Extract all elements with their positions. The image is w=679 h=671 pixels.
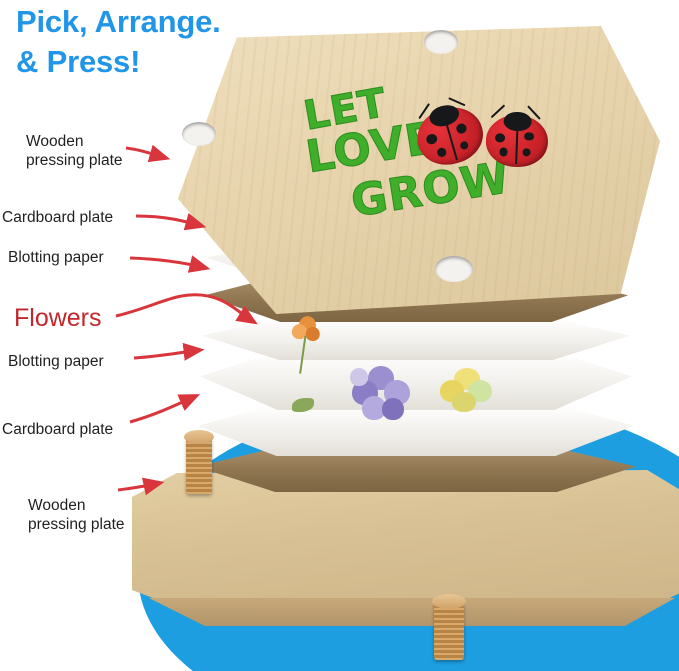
blotting-paper-top-layer bbox=[202, 318, 630, 360]
pressed-leaf bbox=[292, 398, 316, 416]
label-cardboard-plate-top: Cardboard plate bbox=[2, 209, 114, 226]
headline: Pick, Arrange. & Press! bbox=[16, 2, 436, 82]
label-wooden-pressing-plate-top: Wooden pressing plate bbox=[26, 133, 123, 169]
wooden-plate-bottom-edge bbox=[148, 598, 676, 626]
screw-post-left bbox=[186, 438, 212, 494]
plate-hole-top-right bbox=[424, 30, 458, 54]
label-wooden-pressing-plate-bottom: Wooden pressing plate bbox=[28, 497, 125, 533]
headline-line-1: Pick, Arrange. bbox=[16, 4, 221, 39]
wooden-pressing-plate-top bbox=[177, 26, 660, 314]
screw-cap-left bbox=[184, 430, 214, 444]
screw-cap-front bbox=[432, 594, 466, 609]
label-flowers: Flowers bbox=[14, 304, 102, 332]
label-blotting-paper-top: Blotting paper bbox=[8, 249, 104, 266]
plate-hole-bottom bbox=[435, 256, 473, 282]
pressed-flower-yellow bbox=[438, 368, 496, 414]
flowers-layer bbox=[200, 352, 632, 410]
pressed-flower-purple bbox=[350, 366, 420, 424]
wooden-plate-bottom bbox=[132, 470, 679, 620]
plate-hole-left bbox=[182, 122, 216, 146]
headline-line-2: & Press! bbox=[16, 44, 141, 79]
blotting-paper-bottom-layer bbox=[198, 404, 634, 456]
label-blotting-paper-bottom: Blotting paper bbox=[8, 353, 104, 370]
label-cardboard-plate-bottom: Cardboard plate bbox=[2, 421, 114, 438]
ladybug-icon bbox=[485, 104, 549, 169]
screw-post-front bbox=[434, 602, 464, 660]
